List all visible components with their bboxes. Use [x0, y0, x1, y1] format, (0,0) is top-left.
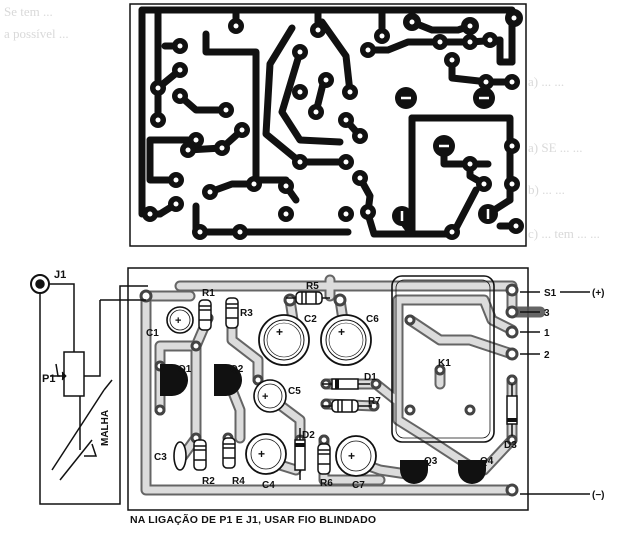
resistor-r7: [322, 399, 372, 413]
label-q2: Q2: [230, 364, 244, 375]
label-d1: D1: [364, 372, 377, 383]
svg-text:+: +: [262, 391, 268, 403]
resistor-r2: [193, 439, 207, 471]
label-r2: R2: [202, 476, 215, 487]
ghost-text-2: a possível ...: [4, 26, 69, 41]
label-c6: C6: [366, 314, 379, 325]
label-r6: R6: [320, 478, 333, 489]
transistor-q3: [400, 460, 428, 484]
capacitor-c2: +: [258, 314, 310, 366]
external-wiring: [30, 274, 148, 505]
label-q1: Q1: [178, 364, 192, 375]
svg-text:+: +: [175, 315, 181, 327]
label-d2: D2: [302, 430, 315, 441]
label-r3: R3: [240, 308, 253, 319]
svg-text:+: +: [348, 449, 355, 463]
label-d3: D3: [504, 440, 517, 451]
label-r1: R1: [202, 288, 215, 299]
potentiometer-p1: [63, 351, 85, 397]
label-r7: R7: [368, 396, 381, 407]
resistor-r3: [225, 297, 239, 329]
transistor-q4: [458, 460, 486, 484]
label-s1: S1: [544, 288, 557, 299]
svg-text:+: +: [276, 325, 283, 339]
label-c5: C5: [288, 386, 301, 397]
ghost-text-1: Se tem ...: [4, 4, 53, 19]
label-terminal-3: 3: [544, 308, 550, 319]
label-malha: MALHA: [100, 410, 111, 446]
diode-d3: [506, 384, 518, 436]
label-c7: C7: [352, 480, 365, 491]
transistor-q2: [214, 364, 242, 396]
label-c3: C3: [154, 452, 167, 463]
label-j1: J1: [54, 269, 66, 281]
ghost-text-4: a) SE ... ...: [528, 140, 583, 155]
ghost-text-6: c) ... tem ... ...: [528, 226, 600, 241]
ghost-text-3: a) ... ...: [528, 74, 565, 89]
label-c2: C2: [304, 314, 317, 325]
label-r5: R5: [306, 281, 319, 292]
capacitor-c3: [173, 441, 187, 471]
capacitor-c1: +: [166, 306, 194, 334]
capacitor-c4: +: [245, 433, 287, 475]
labels: J1 P1 MALHA R1 R3 R5 C1 C2 C6 Q1 Q2 C5 D…: [42, 269, 605, 501]
capacitor-c7: +: [335, 435, 377, 477]
svg-text:+: +: [258, 447, 265, 461]
label-r4: R4: [232, 476, 245, 487]
capacitor-c6: +: [320, 314, 372, 366]
relay-k1-outline: [391, 275, 495, 443]
resistor-r6: [317, 443, 331, 475]
resistor-r1: [198, 299, 212, 331]
resistor-r4: [222, 437, 236, 469]
label-terminal-1: 1: [544, 328, 550, 339]
label-q3: Q3: [424, 456, 438, 467]
transistor-q1: [160, 364, 188, 396]
diode-d2: [294, 428, 306, 480]
label-terminal-2: 2: [544, 350, 550, 361]
svg-text:+: +: [338, 325, 345, 339]
label-c4: C4: [262, 480, 275, 491]
resistor-r5: [286, 291, 330, 305]
label-minus: (−): [592, 490, 605, 501]
figure-caption: NA LIGAÇÃO DE P1 E J1, USAR FIO BLINDADO: [130, 514, 377, 526]
label-c1: C1: [146, 328, 159, 339]
label-k1: K1: [438, 358, 451, 369]
label-p1: P1: [42, 373, 55, 385]
diode-d1: [322, 378, 370, 390]
ghost-text-5: b) ... ...: [528, 182, 565, 197]
component-layout: + + +: [127, 267, 590, 511]
copper-layout: [129, 3, 527, 247]
label-q4: Q4: [480, 456, 494, 467]
label-plus: (+): [592, 288, 605, 299]
capacitor-c5: +: [253, 379, 287, 413]
